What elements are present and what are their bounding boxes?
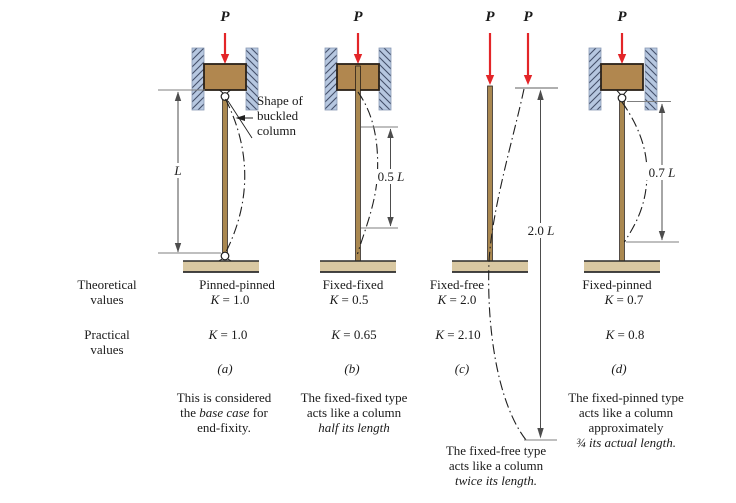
load-label-d: P (617, 9, 627, 25)
caption-a: This is considered the base case for end… (176, 390, 272, 435)
load-label-b: P (353, 9, 363, 25)
row-header-practical-2: values (90, 342, 124, 357)
caption-d: The fixed-pinned type acts like a column… (568, 390, 684, 450)
column-shaft-c (487, 85, 493, 273)
k-theoretical-b: K = 0.5 (329, 292, 369, 307)
base-slab-d (584, 260, 660, 273)
k-practical-b: K = 0.65 (331, 327, 377, 342)
tag-a: (a) (217, 361, 233, 376)
load-label-a: P (220, 9, 230, 25)
column-shaft-d (619, 100, 625, 273)
load-label-c1: P (485, 9, 495, 25)
tag-d: (d) (611, 361, 627, 376)
load-arrowhead-a (220, 54, 230, 64)
row-header-theoretical-2: values (90, 292, 124, 307)
fixed-wall-left-b (324, 47, 338, 111)
base-slab-b (320, 260, 396, 273)
note-arrowhead (235, 115, 245, 121)
k-theoretical-c: K = 2.0 (437, 292, 477, 307)
tag-b: (b) (344, 361, 360, 376)
note-line-2: buckled (257, 108, 299, 123)
k-theoretical-a: K = 1.0 (210, 292, 250, 307)
column-b-assembly (320, 33, 398, 273)
column-d-assembly (584, 33, 679, 273)
tag-c: (c) (454, 361, 470, 376)
note-leader-line (227, 100, 253, 139)
pin-bottom-a (220, 251, 230, 261)
dimension-label-b: 0.5 L (374, 169, 408, 184)
fixed-wall-right-d (644, 47, 658, 111)
cap-block-a (203, 63, 247, 91)
note-line-1: Shape of (257, 93, 303, 108)
caption-c: The fixed-free type acts like a column t… (445, 443, 547, 488)
base-slab-a (183, 260, 259, 273)
note-line-3: column (257, 123, 296, 138)
end-condition-d: Fixed-pinned (582, 277, 652, 292)
pin-legs-top-d (616, 89, 628, 95)
buckled-shape-note: Shape of buckled column (257, 93, 303, 138)
load-arrowhead-d (617, 54, 627, 64)
dimension-label-a: L (171, 163, 185, 178)
k-practical-c: K = 2.10 (435, 327, 481, 342)
base-slab-c (452, 260, 528, 273)
end-condition-c: Fixed-free (429, 277, 485, 292)
fixed-wall-right-b (378, 47, 392, 111)
load-arrowhead-c2 (523, 75, 533, 85)
pin-top-d (617, 93, 627, 103)
buckled-curve-a (225, 98, 246, 254)
load-label-c2: P (523, 9, 533, 25)
dimension-label-d: 0.7 L (645, 165, 679, 180)
column-a-assembly (158, 33, 259, 273)
cap-block-d (600, 63, 644, 91)
fixed-wall-left-d (588, 47, 602, 111)
end-condition-b: Fixed-fixed (322, 277, 384, 292)
column-c-assembly (452, 33, 558, 441)
end-condition-a: Pinned-pinned (199, 277, 275, 292)
column-shaft-a (222, 99, 228, 254)
row-header-practical: Practical (84, 327, 130, 342)
k-practical-a: K = 1.0 (208, 327, 248, 342)
load-arrowhead-b (353, 54, 363, 64)
fixed-wall-left-a (191, 47, 205, 111)
pin-top-a (220, 92, 230, 101)
buckled-curve-d (621, 101, 648, 243)
k-theoretical-d: K = 0.7 (604, 292, 644, 307)
column-shaft-b (355, 65, 361, 273)
load-arrowhead-c1 (485, 75, 495, 85)
dimension-label-c: 2.0 L (524, 223, 558, 238)
k-practical-d: K = 0.8 (605, 327, 645, 342)
dimension-2L-c (524, 89, 557, 441)
dimension-L-a (158, 89, 221, 254)
row-header-theoretical: Theoretical (77, 277, 137, 292)
caption-b: The fixed-fixed type acts like a column … (300, 390, 408, 435)
